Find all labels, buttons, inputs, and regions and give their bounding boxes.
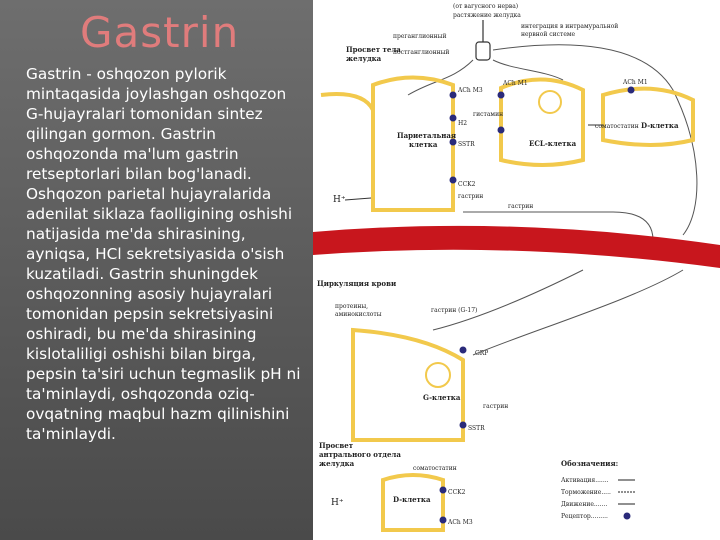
- legend: Обозначения: Активация....... Торможение…: [561, 459, 635, 520]
- cck2-low-label: CCK2: [448, 489, 466, 496]
- receptor-d-cck2: [439, 486, 447, 494]
- somatostatin-low-label: соматостатин: [413, 465, 457, 472]
- legend-title: Обозначения:: [561, 459, 618, 468]
- g-cell-shape: [351, 327, 465, 442]
- sstr-label: SSTR: [458, 141, 475, 148]
- ach-m1-label: ACh M1: [502, 80, 528, 87]
- proteins-label-1: протеины,: [335, 303, 368, 310]
- gastrin-mid-line: [463, 211, 654, 241]
- h-plus-top-label: H⁺: [333, 195, 346, 205]
- nerve-branch-long: [492, 44, 698, 236]
- g-cell-granules: [425, 362, 451, 388]
- legend-movement: Движение.......: [561, 501, 607, 508]
- grp-line: [472, 269, 684, 356]
- legend-inhibition: Торможение.....: [561, 489, 611, 496]
- receptor-h2: [449, 114, 457, 122]
- gastrin-mid-label: гастрин: [508, 203, 533, 210]
- integration-label-1: интеграция в интрамуральной: [521, 23, 618, 30]
- gastrin-top-label: гастрин: [458, 193, 483, 200]
- receptor-ecl-sstr: [497, 126, 505, 134]
- receptor-sstr: [449, 138, 457, 146]
- receptor-cck2: [449, 176, 457, 184]
- antral-lumen-label-3: желудка: [319, 459, 355, 468]
- vagus-label: (от вагусного нерва): [453, 3, 518, 10]
- h-plus-low-label: H⁺: [331, 498, 344, 508]
- receptor-g-sstr: [459, 421, 467, 429]
- d-cell-top-shape: [601, 86, 695, 147]
- parietal-cell-label-1: Париетальная: [397, 131, 456, 140]
- legend-activation: Активация.......: [561, 477, 609, 484]
- receptor-d-ach-low: [439, 516, 447, 524]
- ecl-cell-shape: [499, 77, 585, 167]
- parietal-cell-shape: [371, 75, 455, 212]
- gastrin-low-label: гастрин: [483, 403, 508, 410]
- parietal-cell-label-2: клетка: [409, 140, 438, 149]
- ach-low-label: ACh M3: [447, 519, 473, 526]
- blood-vessel: [313, 225, 720, 268]
- ecl-granules: [538, 90, 562, 114]
- nerve-branch-left: [407, 59, 474, 96]
- grp-label: GRP: [475, 350, 488, 357]
- ecl-cell-label: ECL-клетка: [529, 139, 577, 148]
- slide-body-text: Gastrin - oshqozon pylorik mintaqasida j…: [26, 65, 301, 443]
- ach-m1-b-label: ACh M1: [622, 79, 648, 86]
- receptor-grp: [459, 346, 467, 354]
- ach-m3-label: ACh M3: [457, 87, 483, 94]
- postganglionic-label: постганглионный: [393, 49, 449, 56]
- d-cell-low-label: D-клетка: [393, 495, 431, 504]
- sstr-low-label: SSTR: [468, 425, 485, 432]
- parietal-microvilli: [320, 92, 375, 112]
- h-plus-arrow: [344, 197, 372, 201]
- legend-receptor-icon: [623, 512, 631, 520]
- preganglionic-label: преганглионный: [393, 33, 446, 40]
- legend-receptor: Рецептор.........: [561, 513, 608, 520]
- cck2-label: CCK2: [458, 181, 476, 188]
- lumen-body-label-2: желудка: [346, 54, 382, 63]
- receptor-ach-m3: [449, 91, 457, 99]
- nerve-branch-right: [492, 59, 564, 81]
- somatostatin-top-label: соматостатин: [595, 123, 639, 130]
- diagram-svg: (от вагусного нерва) растяжение желудка …: [313, 3, 720, 532]
- integration-label-2: нервной системе: [521, 31, 576, 38]
- lumen-body-label-1: Просвет тела: [346, 45, 401, 54]
- stretch-label: растяжение желудка: [453, 12, 521, 19]
- ganglion-icon: [475, 41, 491, 61]
- proteins-label-2: аминокислоты: [335, 311, 382, 318]
- gastrin-17-line: [432, 269, 584, 331]
- gastrin-regulation-diagram: (от вагусного нерва) растяжение желудка …: [313, 0, 720, 540]
- gastrin-17-label: гастрин (G-17): [431, 307, 477, 314]
- receptor-d-ach: [627, 86, 635, 94]
- d-cell-top-label: D-клетка: [641, 121, 679, 130]
- histamine-label: гистамин: [473, 111, 503, 118]
- receptor-ecl-ach: [497, 91, 505, 99]
- h2-label: H2: [458, 120, 467, 127]
- g-cell-label: G-клетка: [423, 393, 461, 402]
- antral-lumen-label-2: антрального отдела: [319, 450, 401, 459]
- slide-title: Gastrin: [80, 8, 240, 57]
- blood-label: Циркуляция крови: [317, 279, 396, 288]
- antral-lumen-label-1: Просвет: [319, 441, 354, 450]
